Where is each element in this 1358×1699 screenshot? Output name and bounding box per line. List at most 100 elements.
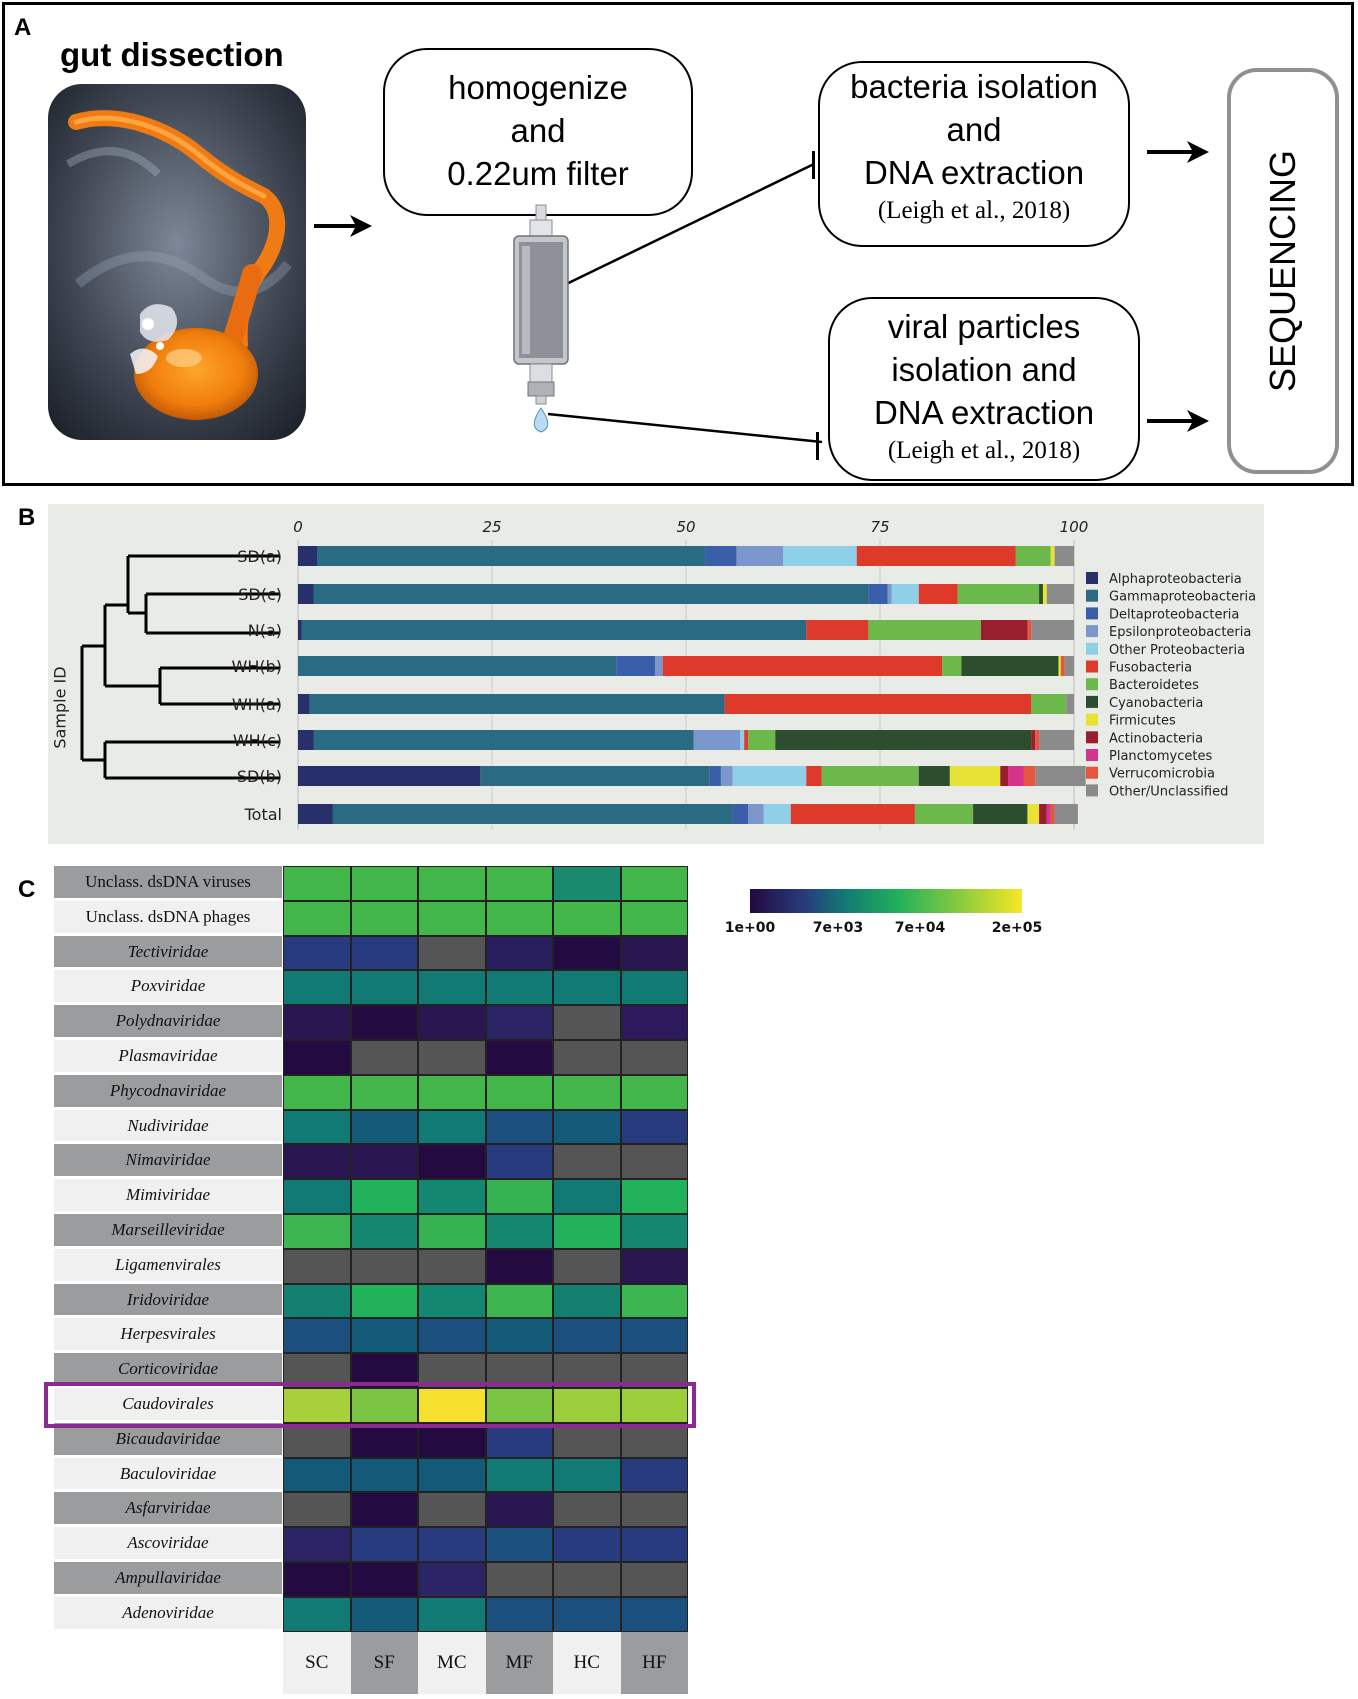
bar-segment <box>1054 546 1074 566</box>
bar-segment <box>775 730 1032 750</box>
virus-family-label: Tectiviridae <box>54 935 282 968</box>
bar-segment <box>790 804 915 824</box>
heatmap-cell <box>350 1596 418 1632</box>
legend-label: Bacteroidetes <box>1109 678 1199 693</box>
legend-label: Cyanobacteria <box>1109 696 1203 711</box>
bar-segment <box>868 620 981 640</box>
heatmap-cell <box>283 1283 351 1319</box>
heatmap-cell <box>620 1562 688 1597</box>
sequencing-box <box>1227 68 1339 474</box>
heatmap-cell <box>350 935 418 971</box>
heatmap-cell <box>553 970 621 1006</box>
bar-segment <box>298 546 318 566</box>
legend-swatch <box>1086 572 1098 584</box>
bar-segment <box>662 656 943 676</box>
bar-segment <box>732 804 749 824</box>
viral-line-1: viral particles <box>887 308 1081 345</box>
virus-family-label: Iridoviridae <box>54 1283 282 1316</box>
colorbar-label-2: 7e+03 <box>813 920 863 936</box>
bar-segment <box>748 730 776 750</box>
heatmap-cell <box>553 1318 621 1354</box>
connector-end-bottom <box>816 432 819 460</box>
legend-swatch <box>1086 607 1098 620</box>
heatmap-cell <box>553 1074 621 1110</box>
heatmap-cell <box>620 900 688 936</box>
heatmap-cell <box>485 1492 553 1528</box>
heatmap-cell <box>620 1005 688 1040</box>
heatmap-cell <box>553 1248 621 1284</box>
legend-swatch <box>1086 678 1098 691</box>
panel-a <box>2 2 1354 486</box>
bacteria-line-2: and <box>946 111 1002 148</box>
heatmap-cell <box>283 1074 351 1110</box>
bar-segment <box>957 584 1040 604</box>
bar-segment <box>298 620 302 640</box>
virus-family-label: Poxviridae <box>54 970 282 1003</box>
heatmap-cell <box>283 1318 351 1354</box>
bacteria-line-1: bacteria isolation <box>850 68 1098 105</box>
heatmap-cell <box>553 935 621 971</box>
bar-segment <box>891 584 919 604</box>
gut-dissection-photo <box>48 84 306 440</box>
connector-end-top <box>812 151 815 179</box>
homogenize-line-2: and <box>510 112 566 149</box>
heatmap-cell <box>350 1248 418 1284</box>
bar-segment <box>1058 656 1061 676</box>
virus-family-label: Polydnaviridae <box>54 1005 282 1037</box>
legend-swatch <box>1086 642 1098 655</box>
bar-segment <box>1031 694 1067 714</box>
heatmap-cell <box>418 1248 486 1284</box>
legend-label: Actinobacteria <box>1109 731 1203 746</box>
bar-segment <box>1066 694 1074 714</box>
heatmap-colorbar: 1e+00 7e+03 7e+04 2e+05 <box>725 889 1042 936</box>
bar-segment <box>298 584 314 604</box>
heatmap-cell <box>283 1388 351 1423</box>
heatmap-cell <box>283 1527 351 1562</box>
bar-segment <box>724 694 1032 714</box>
heatmap-column-label: HC <box>553 1632 621 1694</box>
heatmap-cell <box>418 1005 486 1040</box>
heatmap-cell <box>553 1109 621 1145</box>
viral-citation: (Leigh et al., 2018) <box>887 437 1081 464</box>
bar-segment <box>1050 546 1055 566</box>
bar-segment <box>298 656 617 676</box>
panel-a-letter: A <box>14 14 32 41</box>
heatmap-cell <box>418 1492 486 1528</box>
heatmap-cell <box>350 1283 418 1319</box>
virus-family-label: Mimiviridae <box>54 1179 282 1211</box>
heatmap-cell <box>283 866 351 901</box>
bacteria-isolation-box: bacteria isolation and DNA extraction (L… <box>818 61 1130 247</box>
bar-segment <box>783 546 857 566</box>
bar-segment <box>1042 584 1047 604</box>
heatmap-cell <box>418 866 486 901</box>
bar-segment <box>748 804 764 824</box>
homogenize-line-1: homogenize <box>448 69 628 106</box>
heatmap-cell <box>418 1214 486 1249</box>
heatmap-cell <box>418 1040 486 1075</box>
heatmap-cell <box>283 1214 351 1249</box>
heatmap-cell <box>553 1527 621 1562</box>
heatmap-cell <box>350 1040 418 1075</box>
sample-label: N(a) <box>248 621 282 640</box>
heatmap-cell <box>350 1318 418 1354</box>
bar-segment <box>1035 766 1086 786</box>
heatmap-cell <box>283 1457 351 1493</box>
virus-family-label: Ascoviridae <box>54 1527 282 1559</box>
bar-segment <box>301 620 807 640</box>
homogenize-box: homogenize and 0.22um filter <box>383 48 693 216</box>
bar-segment <box>1054 804 1078 824</box>
virus-family-label: Baculoviridae <box>54 1457 282 1490</box>
heatmap-cell <box>418 1527 486 1562</box>
heatmap-cell <box>553 1388 621 1423</box>
legend-label: Alphaproteobacteria <box>1109 572 1242 587</box>
heatmap-cell <box>553 1492 621 1528</box>
caudovirales-highlight <box>44 1382 696 1428</box>
legend-label: Epsilonproteobacteria <box>1109 625 1251 640</box>
bar-segment <box>332 804 733 824</box>
heatmap-cell <box>350 1527 418 1562</box>
bar-segment <box>918 766 950 786</box>
heatmap-cell <box>283 1109 351 1145</box>
heatmap-cell <box>283 1422 351 1458</box>
heatmap-cell <box>553 1596 621 1632</box>
